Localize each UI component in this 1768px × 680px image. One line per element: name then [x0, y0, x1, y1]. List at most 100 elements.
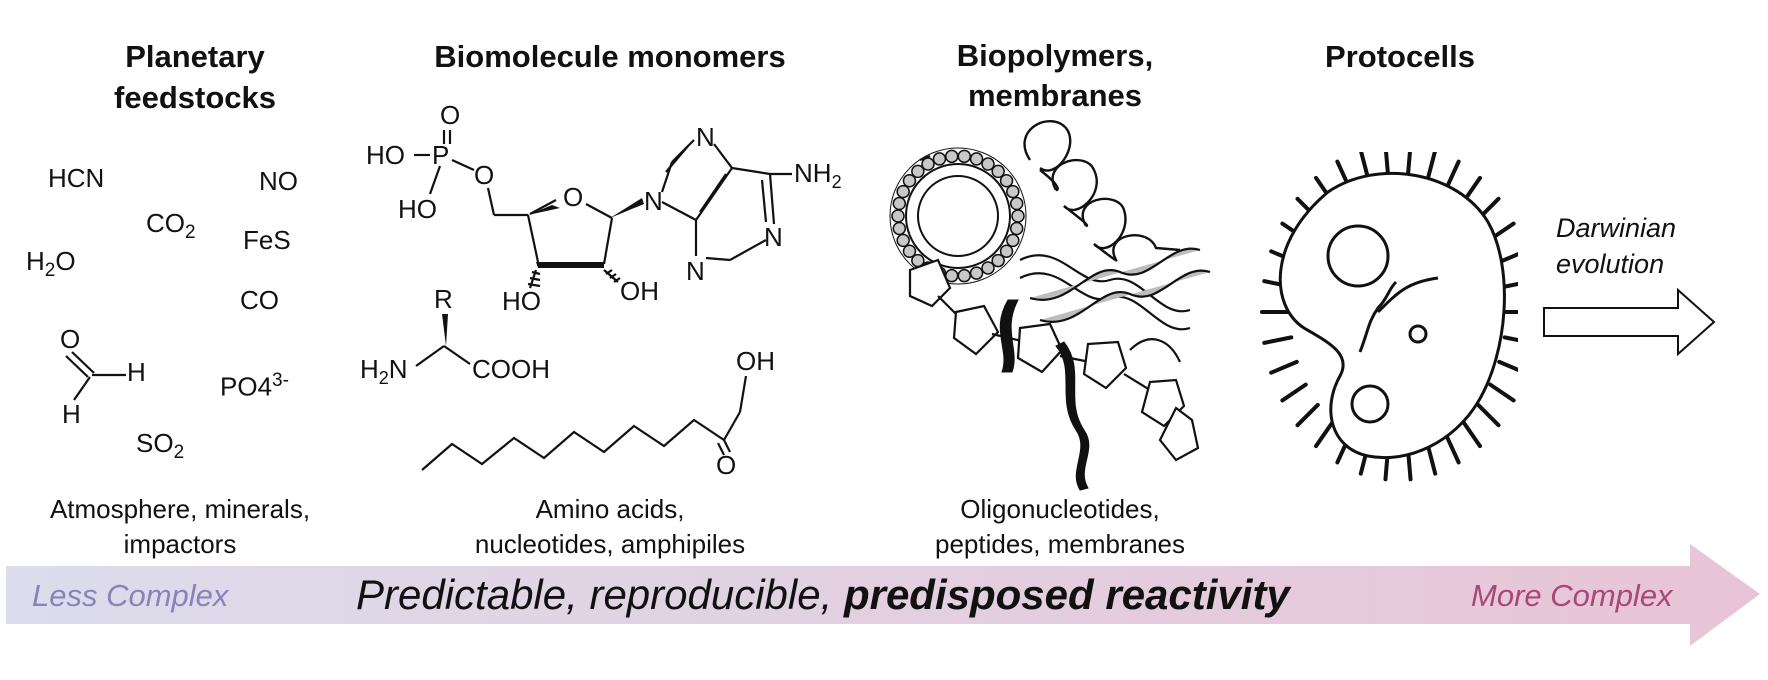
biopolymers-illustration: [889, 119, 1211, 491]
lipid-head: [911, 164, 925, 179]
protocells-title: Protocells: [1325, 39, 1475, 74]
feedstocks-title-line2: feedstocks: [114, 80, 276, 115]
amp-ho2: HO: [398, 194, 437, 224]
monomers-caption-line1: Amino acids,: [535, 494, 685, 524]
aa-h2n-subscript: 2: [379, 368, 389, 388]
lipid-head: [991, 253, 1005, 268]
fatty-acid-structure: OH O: [421, 346, 775, 480]
biopolymers-title-line2: membranes: [967, 78, 1143, 113]
biopolymers-caption: Oligonucleotides, peptides, membranes: [900, 492, 1220, 562]
amp-nh2-text: NH: [794, 158, 832, 188]
lipid-head: [981, 261, 995, 275]
monomers-caption-line2: nucleotides, amphipiles: [474, 529, 746, 559]
amp-n9: N: [644, 186, 663, 216]
h2o-o: O: [55, 246, 76, 276]
lipid-head: [1009, 221, 1024, 236]
lipid-head: [1006, 233, 1020, 248]
so2-text: SO: [136, 428, 174, 458]
aa-cooh: COOH: [472, 354, 550, 384]
cilium: [1280, 382, 1308, 403]
amp-o-link: O: [474, 160, 494, 190]
cilium: [1444, 433, 1461, 465]
aa-r: R: [434, 284, 453, 314]
darwinian-arrow: [1543, 287, 1716, 357]
amp-ho1: HO: [366, 140, 405, 170]
cilium: [1295, 402, 1320, 428]
more-complex-label: More Complex: [1471, 578, 1673, 613]
lipid-head: [1009, 196, 1024, 211]
cilium: [1425, 152, 1437, 182]
amp-o-ring: O: [563, 182, 583, 212]
po4-text: PO4: [220, 371, 273, 402]
monomers-caption: Amino acids, nucleotides, amphipiles: [430, 492, 790, 562]
cilium: [1314, 420, 1335, 449]
lipid-head: [981, 157, 995, 171]
cilium: [1497, 252, 1518, 265]
po4-superscript: 3-: [272, 370, 289, 391]
statement-bold: predisposed reactivity: [843, 571, 1290, 618]
h2o-subscript: 2: [44, 260, 56, 282]
vesicle-small: [1350, 384, 1390, 424]
lipid-head: [896, 233, 910, 248]
hcn-label: HCN: [48, 163, 105, 193]
amp-oh1: OH: [620, 276, 659, 306]
darwinian-line1: Darwinian: [1556, 213, 1677, 243]
darwinian-label: Darwinian evolution: [1556, 210, 1676, 282]
cilium: [1461, 420, 1482, 449]
lipid-head: [932, 152, 947, 166]
lipid-head: [902, 173, 917, 188]
amp-o-double: O: [440, 100, 460, 130]
co2-text: CO: [146, 208, 185, 238]
feedstocks-caption: Atmosphere, minerals, impactors: [10, 492, 350, 562]
formaldehyde-structure: O H H: [60, 324, 146, 429]
lipid-head: [892, 196, 907, 211]
vesicle-tiny: [1408, 324, 1428, 344]
cilium: [1488, 382, 1516, 403]
biopolymers-title-line1: Biopolymers,: [956, 38, 1154, 73]
so2-subscript: 2: [173, 442, 185, 464]
amp-structure: HO P O HO O O HO OH N N N N NH2: [366, 100, 842, 316]
co-label: CO: [240, 285, 279, 315]
amp-n7: N: [696, 122, 715, 152]
liposome-icon: [889, 147, 1027, 285]
lipid-head: [969, 266, 984, 280]
cilium: [1269, 359, 1299, 375]
feedstocks-caption-line1: Atmosphere, minerals,: [49, 494, 311, 524]
fes-label: FeS: [243, 225, 291, 255]
predisposed-reactivity-statement: Predictable, reproducible, predisposed r…: [356, 571, 1290, 619]
biopolymers-caption-line1: Oligonucleotides,: [960, 494, 1160, 524]
feedstocks-title: Planetary feedstocks: [80, 36, 310, 118]
no-label: NO: [259, 166, 298, 196]
cilium: [1497, 359, 1518, 372]
lipid-head: [999, 173, 1014, 188]
amino-acid-structure: R H2N COOH: [360, 284, 550, 388]
dna-helix-icon: [1019, 247, 1211, 363]
amp-n1: N: [764, 222, 783, 252]
biopolymers-title: Biopolymers, membranes: [920, 36, 1190, 116]
amp-ho3: HO: [502, 286, 541, 316]
cilium: [1406, 152, 1412, 177]
cilium: [1384, 152, 1390, 177]
amp-nh2-subscript: 2: [832, 172, 842, 192]
monomers-title: Biomolecule monomers: [434, 39, 786, 74]
feedstocks-caption-line2: impactors: [123, 529, 237, 559]
lipid-head: [969, 152, 984, 166]
peptide-helix-icon: [1023, 119, 1181, 262]
amp-p: P: [432, 140, 449, 170]
cilium: [1262, 335, 1294, 345]
amp-n3: N: [686, 256, 705, 286]
genome-strand: [1358, 280, 1398, 353]
cilium: [1502, 335, 1518, 343]
fa-oh: OH: [736, 346, 775, 376]
oligonucleotide-chain-icon: [908, 154, 1200, 462]
h2o-label: H2O: [26, 246, 76, 282]
amp-nh2: NH2: [794, 158, 842, 192]
darwinian-line2: evolution: [1556, 249, 1665, 279]
aa-h2n-h: H: [360, 354, 379, 384]
protocell-membrane: [1278, 171, 1506, 460]
cilium: [1502, 281, 1518, 289]
aa-h2n: H2N: [360, 354, 408, 388]
feedstocks-title-line1: Planetary: [125, 39, 265, 74]
lipid-head: [991, 164, 1005, 179]
